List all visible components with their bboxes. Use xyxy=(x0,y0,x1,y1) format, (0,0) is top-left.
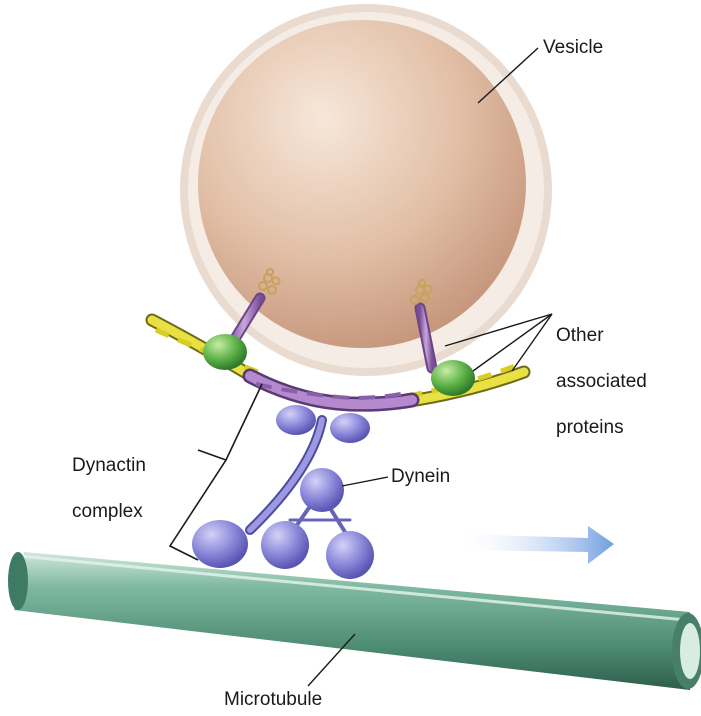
label-dynactin-line-1: Dynactin xyxy=(72,454,146,477)
label-dynactin-line-2: complex xyxy=(72,500,146,523)
label-dynactin-complex: Dynactin complex xyxy=(72,431,146,546)
green-protein-right xyxy=(431,360,475,396)
vesicle xyxy=(180,4,552,376)
label-other-line-2: associated xyxy=(556,370,647,393)
dynactin-ball-left xyxy=(276,405,316,435)
label-vesicle: Vesicle xyxy=(543,36,603,59)
label-other-associated-proteins: Other associated proteins xyxy=(556,301,647,462)
label-microtubule: Microtubule xyxy=(224,688,322,711)
dynein-leader-line xyxy=(342,477,388,486)
label-other-line-1: Other xyxy=(556,324,647,347)
label-dynein: Dynein xyxy=(391,465,450,488)
dynactin-leader-top xyxy=(226,384,262,460)
dynein-head-1 xyxy=(192,520,248,568)
label-other-line-3: proteins xyxy=(556,416,647,439)
dynein-ball-top xyxy=(300,468,344,512)
helix-filament-purple xyxy=(250,376,412,404)
right-arrow-icon xyxy=(455,526,614,564)
green-protein-left xyxy=(203,334,247,370)
dynein-head-2 xyxy=(261,521,309,569)
dynactin-ball-right xyxy=(330,413,370,443)
dynein-head-3 xyxy=(326,531,374,579)
